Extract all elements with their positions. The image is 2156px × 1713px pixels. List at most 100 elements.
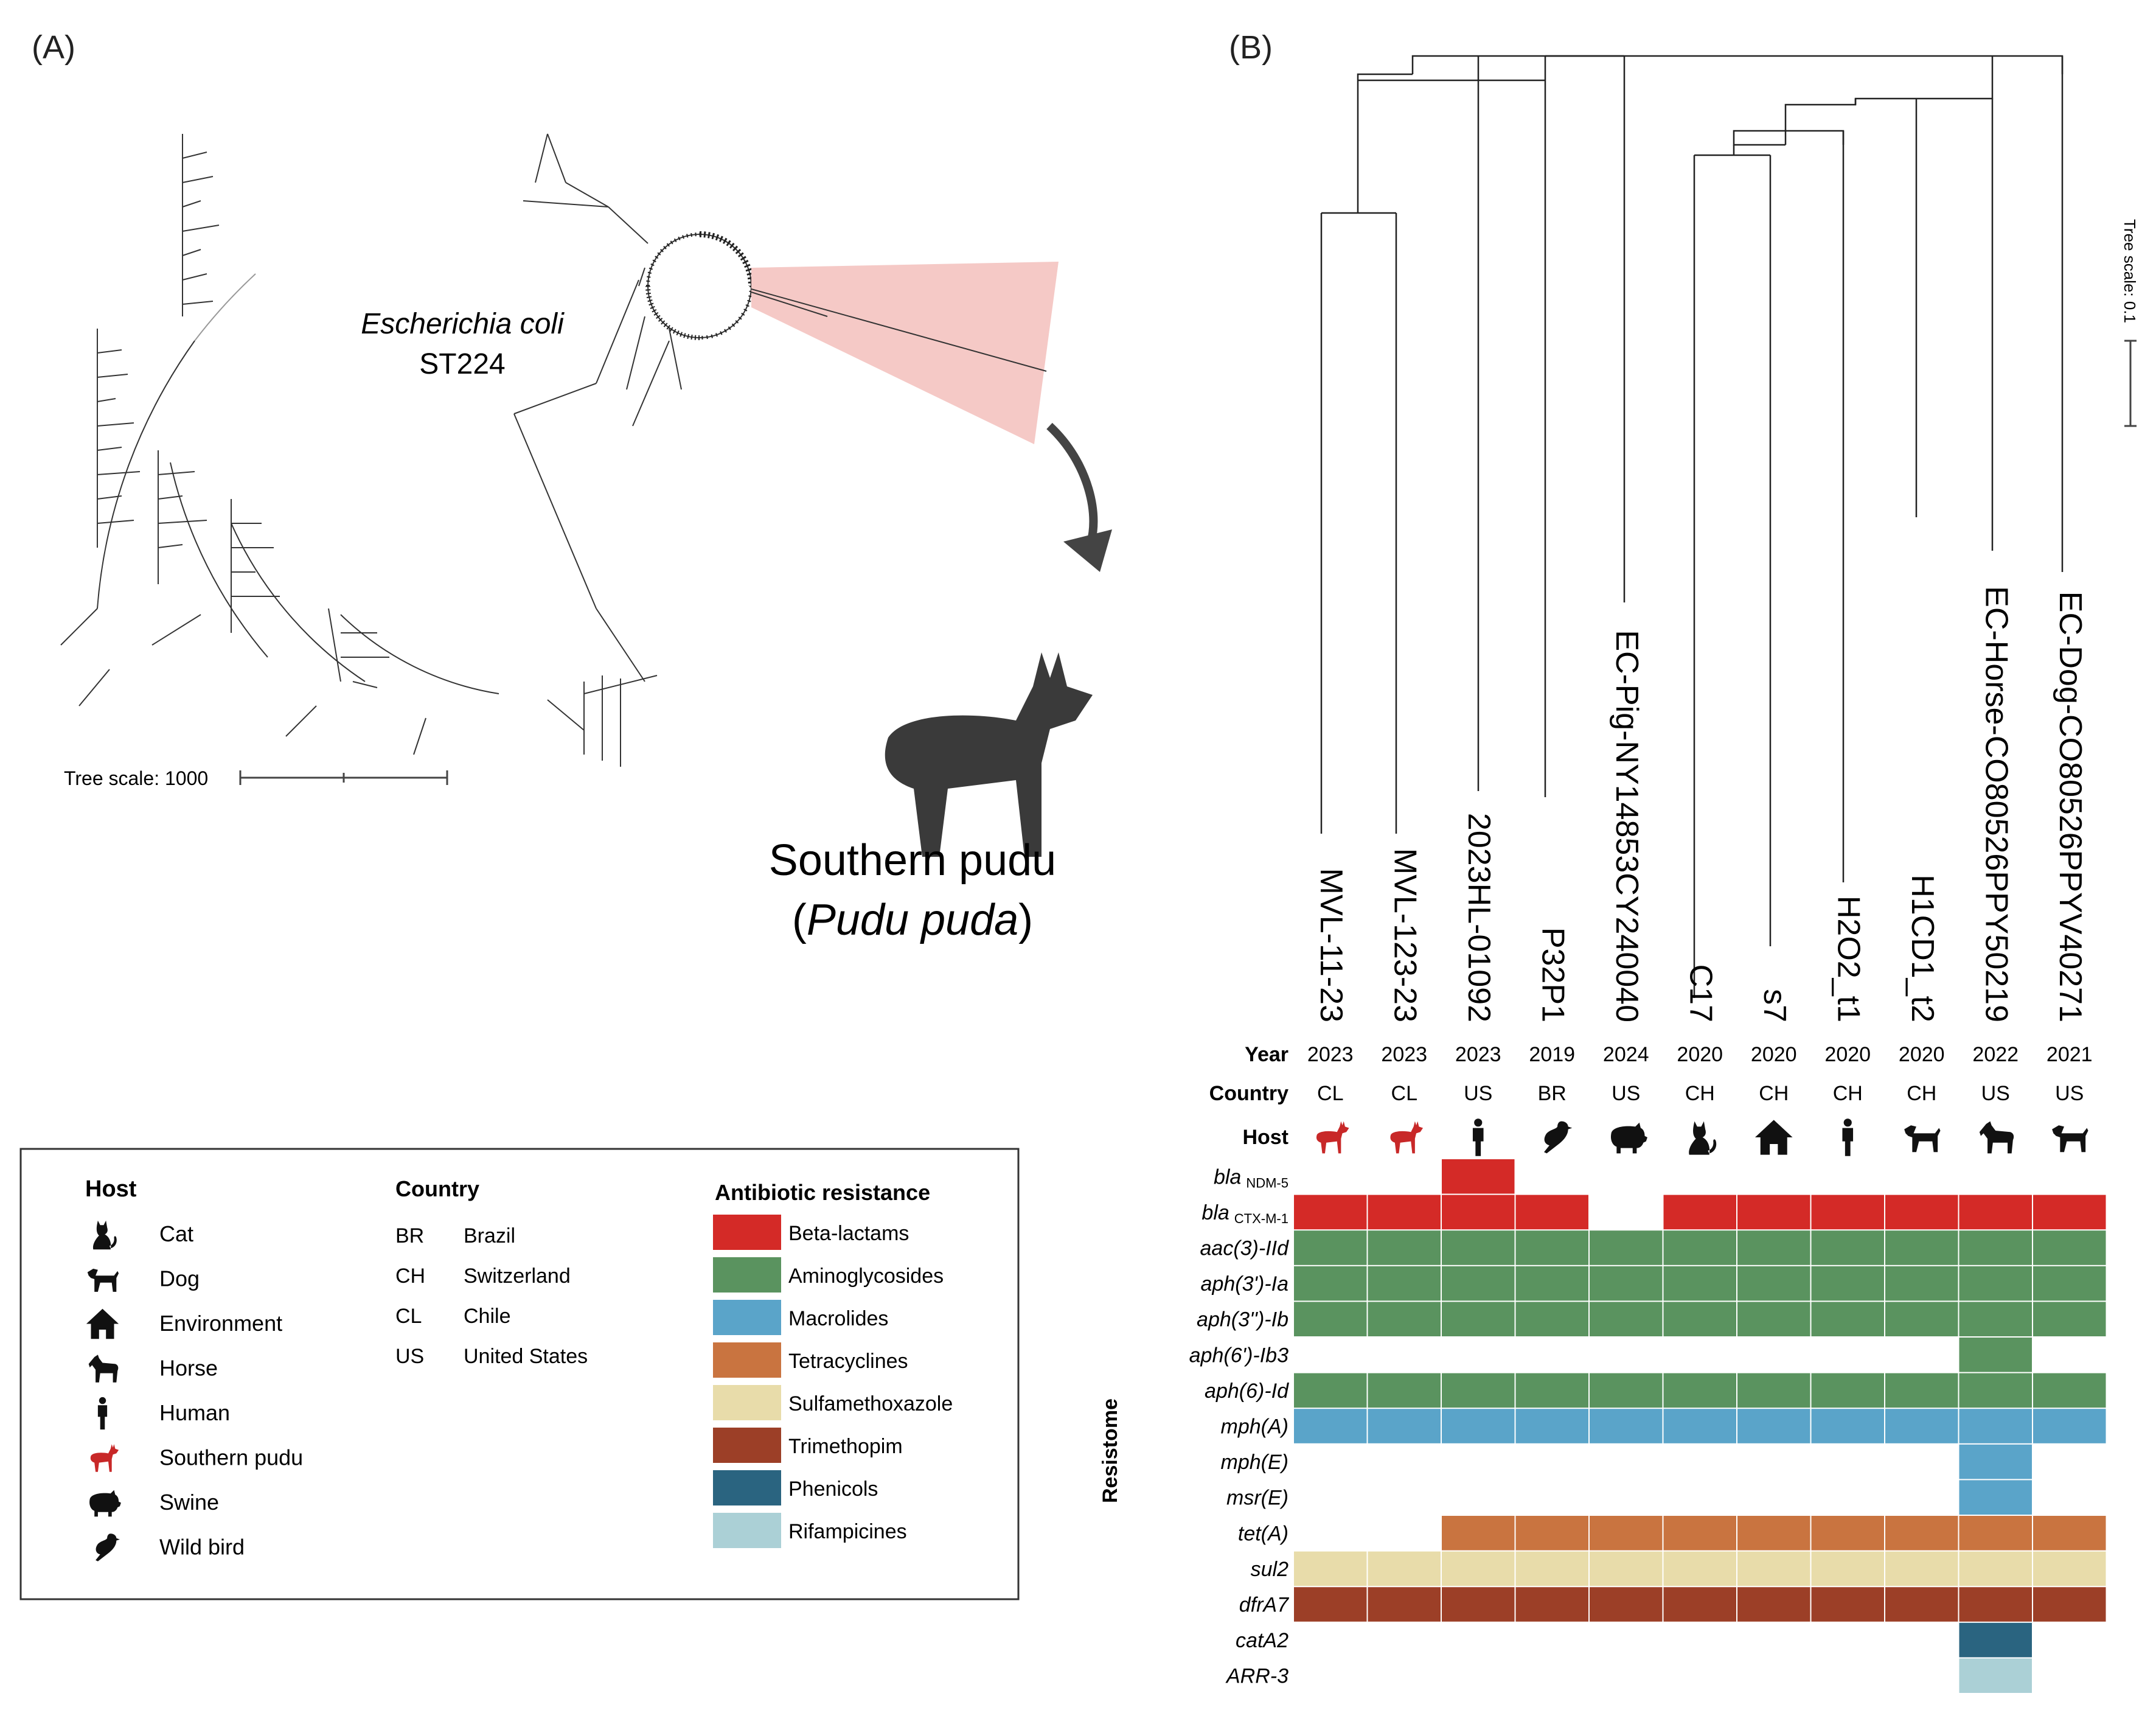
year-cell: 2021 [2046,1043,2093,1066]
southern-pudu-icon [1316,1121,1349,1154]
heatmap-cell [1368,1551,1441,1586]
heatmap-cell [1737,1373,1810,1408]
legend-country-code: CL [395,1305,422,1328]
legend-swatch [713,1300,781,1335]
panel-b-tree-scale-label: Tree scale: 0.1 [2121,219,2139,323]
heatmap-cell [1663,1516,1736,1551]
heatmap-cell [1442,1409,1515,1443]
heatmap-cell [1885,1587,1958,1622]
isolate-label: 2023HL-01092 [1461,813,1497,1022]
gene-subscript: CTX-M-1 [1234,1211,1288,1226]
heatmap-cell [1663,1409,1736,1443]
country-cell: CL [1391,1082,1417,1105]
circular-phylogenetic-tree [60,133,754,767]
panel-a-label: (A) [32,29,75,66]
heatmap-cell [1959,1516,2032,1551]
isolate-label: s7 [1757,989,1792,1022]
legend-class-label: Rifampicines [788,1520,907,1543]
country-cell: CH [1759,1082,1789,1105]
heatmap-cell [1515,1195,1588,1230]
heatmap-cell [1515,1266,1588,1301]
legend-class-label: Aminoglycosides [788,1265,944,1288]
heatmap-cell [1811,1302,1884,1336]
heatmap-cell [1663,1195,1736,1230]
heatmap-cell [1515,1302,1588,1336]
legend-country-code: US [395,1345,424,1368]
dog-icon [1904,1125,1941,1153]
legend-class-label: Macrolides [788,1307,888,1330]
country-cell: US [2055,1082,2084,1105]
paren-close: ) [1018,896,1033,944]
heatmap-cell [1885,1266,1958,1301]
year-cell: 2022 [1972,1043,2019,1066]
panel-b-tree-scale-bar [2124,340,2137,427]
heatmap-cell [1590,1266,1663,1301]
legend-host-label: Wild bird [159,1535,245,1560]
gene-name: bla [1214,1165,1241,1188]
heatmap-cell [1663,1551,1736,1586]
country-cell: CL [1317,1082,1343,1105]
heatmap-cell [1294,1230,1367,1265]
heatmap-cell [1811,1551,1884,1586]
heatmap-cell [1737,1516,1810,1551]
gene-subscript: NDM-5 [1246,1175,1288,1190]
heatmap-cell [1515,1373,1588,1408]
heatmap-cell [1737,1302,1810,1336]
environment-icon [1754,1120,1793,1155]
heatmap-cell [1515,1230,1588,1265]
heatmap-cell [1811,1195,1884,1230]
heatmap-cell [1368,1266,1441,1301]
heatmap-cell [1590,1516,1663,1551]
heatmap-cell [1959,1230,2032,1265]
swine-icon [1610,1122,1647,1154]
heatmap-cell [1959,1622,2032,1658]
isolate-label: H1CD1_t2 [1905,874,1940,1022]
heatmap-cell [1442,1266,1515,1301]
isolate-label: EC-Dog-CO80526PPYV40271 [2053,591,2088,1022]
heatmap-cell [2033,1551,2106,1586]
row-label-host: Host [1242,1126,1288,1149]
heatmap-cell [1959,1266,2032,1301]
gene-label: mph(E) [1221,1451,1288,1474]
heatmap-cell [1368,1195,1441,1230]
isolate-label: H2O2_t1 [1831,896,1866,1022]
heatmap-cell [1811,1373,1884,1408]
isolate-label: MVL-123-23 [1387,848,1422,1022]
heatmap-cell [1885,1516,1958,1551]
animal-scientific-name: Pudu puda [807,896,1018,944]
gene-label: ARR-3 [1225,1665,1288,1688]
heatmap-cell [2033,1302,2106,1336]
heatmap-cell [1294,1195,1367,1230]
heatmap-cell [1294,1266,1367,1301]
legend-swatch [713,1215,781,1250]
heatmap-cell [2033,1516,2106,1551]
heatmap-cell [1959,1587,2032,1622]
legend-swatch [713,1342,781,1378]
legend-host-label: Dog [159,1266,200,1291]
heatmap-cell [1885,1230,1958,1265]
legend-country-code: CH [395,1265,425,1288]
animal-common-name: Southern pudu [769,836,1056,885]
isolate-label: EC-Pig-NY14853CY240040 [1609,630,1644,1022]
heatmap-cell [1959,1195,2032,1230]
dog-icon [2052,1125,2088,1153]
panel-a-tree-scale-label: Tree scale: 1000 [64,767,208,789]
heatmap-cell [1959,1551,2032,1586]
heatmap-cell [1442,1373,1515,1408]
isolate-label: EC-Horse-CO80526PPY50219 [1978,586,2014,1022]
country-cell: CH [1907,1082,1936,1105]
gene-label: msr(E) [1226,1487,1288,1510]
country-cell: US [1981,1082,2010,1105]
human-icon [1842,1118,1854,1156]
heatmap-cell [1442,1302,1515,1336]
isolate-label: P32P1 [1535,927,1570,1022]
country-cell: US [1612,1082,1640,1105]
heatmap-cell [1515,1409,1588,1443]
heatmap-cell [1442,1516,1515,1551]
year-cell: 2023 [1455,1043,1501,1066]
year-cell: 2023 [1307,1043,1354,1066]
country-cell: CH [1685,1082,1715,1105]
